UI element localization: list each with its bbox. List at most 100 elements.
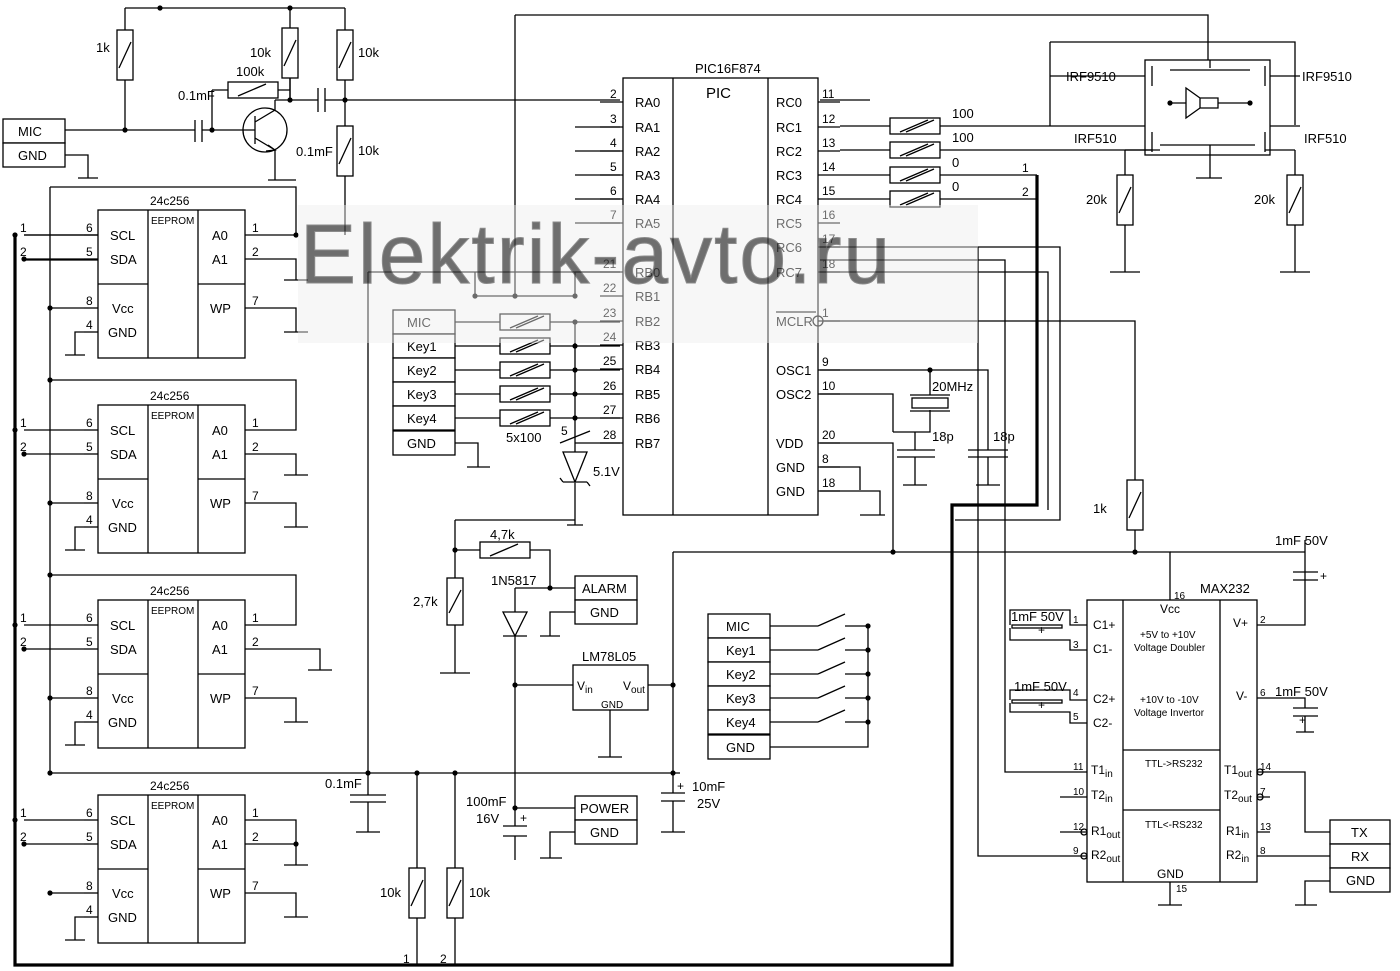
mcu-pin-name: RB2: [635, 314, 660, 329]
eeprom-pinnum-vcc: 8: [86, 879, 93, 893]
max232-r1out: R1out: [1091, 824, 1120, 841]
eeprom-pin-gnd: GND: [108, 715, 137, 730]
watermark: Elektrik-avto.ru: [300, 207, 892, 301]
preamp: 1k 10k 10k 10k 100k 0.1mF 0.1mF: [96, 5, 620, 235]
i2c-pullups: 10k 10k 1 2: [380, 770, 490, 966]
eeprom-pinnum-wp: 7: [252, 684, 259, 698]
eeprom-pin-gnd: GND: [108, 910, 137, 925]
max232-vcc-label: Vcc: [1160, 602, 1180, 616]
mcu-pin-name: RA0: [635, 95, 660, 110]
max232-pinnum: 9: [1073, 846, 1079, 857]
mcu-pin-num: 15: [822, 184, 836, 198]
max232-pinnum: 6: [1260, 688, 1266, 699]
eeprom-pinnum-gnd: 4: [86, 513, 93, 527]
eeprom-pin-sda: SDA: [110, 642, 137, 657]
eeprom-pinnum-sda: 5: [86, 830, 93, 844]
max232-t2in: T2in: [1091, 788, 1113, 805]
mcu-pin-num: 24: [603, 330, 617, 344]
max232-c1m: C1-: [1093, 642, 1112, 656]
mcu-pin-num: 13: [822, 136, 836, 150]
regulator-part-label: LM78L05: [582, 649, 636, 664]
eeprom-pinnum-vcc: 8: [86, 489, 93, 503]
max232-pinnum: 12: [1073, 822, 1085, 833]
eeprom-pin-a1: A1: [212, 837, 228, 852]
eeprom-bus1-label: 1: [20, 416, 27, 430]
c-out-label: 0.1mF: [296, 144, 333, 159]
serial-connector: TX RX GND: [1329, 819, 1391, 893]
mcu-pin-name: RC6: [776, 240, 802, 255]
mcu-pin-num: 9: [822, 355, 829, 369]
mcu-pin-name: RA4: [635, 192, 660, 207]
mcu-pin-num: 23: [603, 306, 617, 320]
crystal-freq-label: 20MHz: [932, 379, 973, 394]
mcu-pin-num: 26: [603, 379, 617, 393]
max232-doubler: +5V to +10V: [1140, 630, 1196, 641]
eeprom-pin-vcc: Vcc: [112, 496, 134, 511]
alarm-label: ALARM: [582, 581, 627, 596]
eeprom-pin-a0: A0: [212, 423, 228, 438]
eeprom-pin-sda: SDA: [110, 252, 137, 267]
r-20k-right-label: 20k: [1254, 192, 1275, 207]
mic-input-label: MIC: [18, 124, 42, 139]
gate-resistor-label: 0: [952, 179, 959, 194]
c-in-voltage-label: 16V: [476, 811, 499, 826]
eeprom-pin-a0: A0: [212, 228, 228, 243]
pic-mcu: PIC16F874 PIC 2RA03RA14RA25RA36RA47RA521…: [600, 61, 840, 516]
c-bypass-label: 0.1mF: [325, 776, 362, 791]
eeprom-pinnum-wp: 7: [252, 489, 259, 503]
power-gnd-label: GND: [590, 825, 619, 840]
eeprom-pinnum-vcc: 8: [86, 684, 93, 698]
max232-doubler2: Voltage Doubler: [1134, 643, 1206, 654]
cap-c2-label: 1mF 50V: [1014, 679, 1067, 694]
eeprom-pinnum-a0: 1: [252, 611, 259, 625]
switch-conn-label: Key1: [726, 643, 756, 658]
mcu-pin-num: 1: [822, 306, 829, 320]
input-conn-label: Key2: [407, 363, 437, 378]
mcu-pin-name: RA3: [635, 168, 660, 183]
mcu-pin-num: 25: [603, 354, 617, 368]
input-resistor: [499, 337, 551, 355]
eeprom-pinnum-a1: 2: [252, 440, 259, 454]
r-pullup1-label: 10k: [380, 885, 401, 900]
cap-vp-plus: +: [1320, 569, 1327, 583]
eeprom-bus1-label: 1: [20, 806, 27, 820]
mcu-pin-name: RC2: [776, 144, 802, 159]
max232-rs-ttl: TTL<-RS232: [1145, 820, 1203, 831]
input-conn-label: Key3: [407, 387, 437, 402]
crystal-c1-label: 18p: [932, 429, 954, 444]
regulator: LM78L05 Vin Vout GND: [512, 649, 676, 758]
mcu-pin-num: 18: [822, 476, 836, 490]
mcu-pin-name: RC3: [776, 168, 802, 183]
switch-conn-label: MIC: [726, 619, 750, 634]
eeprom-pin-a0: A0: [212, 813, 228, 828]
eeprom-pinnum-a1: 2: [252, 635, 259, 649]
bus-1-label: 1: [1022, 161, 1029, 175]
cap-vm-plus: +: [1299, 713, 1306, 727]
eeprom-pinnum-scl: 6: [86, 221, 93, 235]
eeprom-pin-vcc: Vcc: [112, 691, 134, 706]
pullup-bus1-label: 1: [403, 952, 410, 966]
eeprom-pinnum-sda: 5: [86, 245, 93, 259]
eeprom-pinnum-sda: 5: [86, 440, 93, 454]
mcu-pin-num: 20: [822, 428, 836, 442]
input-conn-label: GND: [407, 436, 436, 451]
diode-label: 1N5817: [491, 573, 537, 588]
mcu-pin-num: 27: [603, 403, 617, 417]
eeprom-pinnum-gnd: 4: [86, 708, 93, 722]
r-alarm-series-label: 4,7k: [490, 527, 515, 542]
max232-vcc-pin: 16: [1174, 591, 1186, 602]
switch-conn-label: Key2: [726, 667, 756, 682]
c-out-voltage-label: 25V: [697, 796, 720, 811]
eeprom-pin-a1: A1: [212, 642, 228, 657]
mcu-pin-num: 4: [610, 136, 617, 150]
mcu-pin-name: RA2: [635, 144, 660, 159]
power-label: POWER: [580, 801, 629, 816]
max232-pinnum: 8: [1260, 846, 1266, 857]
gate-resistor-label: 100: [952, 130, 974, 145]
eeprom-pinnum-a0: 1: [252, 221, 259, 235]
mcu-part-label: PIC16F874: [695, 61, 761, 76]
max232-r2out: R2out: [1091, 848, 1120, 865]
cap-c2-plus: +: [1038, 698, 1045, 712]
pmos-right-label: IRF9510: [1302, 69, 1352, 84]
